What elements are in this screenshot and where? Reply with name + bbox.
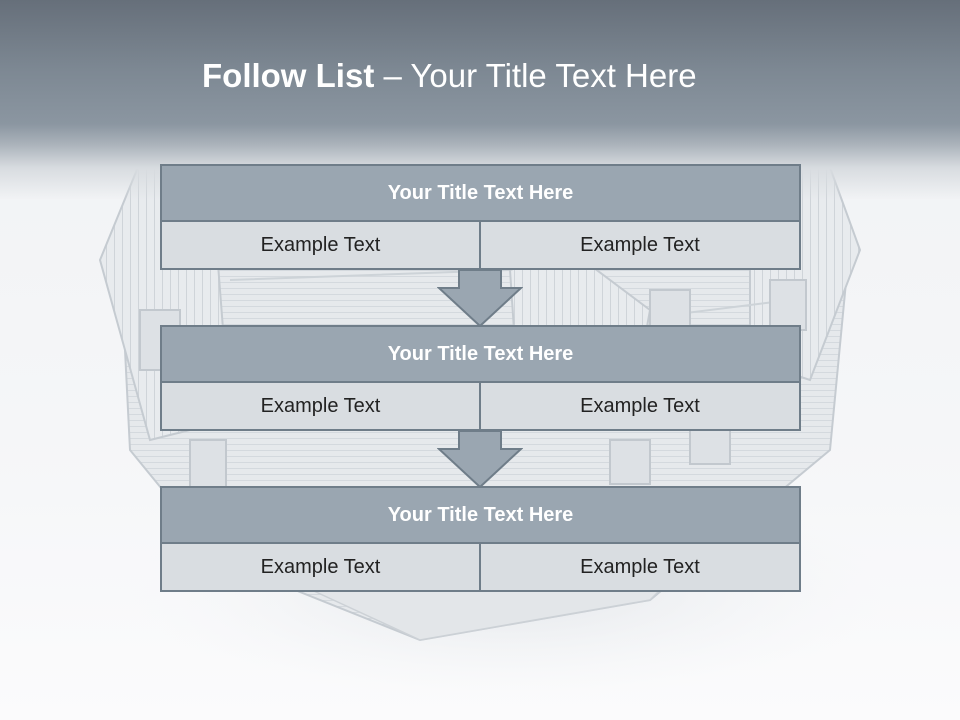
down-arrow-icon (437, 430, 523, 489)
step-right-text: Example Text (479, 381, 801, 431)
title-bold-part: Follow List (202, 57, 375, 94)
flow-step-1: Your Title Text Here Example Text Exampl… (160, 164, 801, 272)
step-title: Your Title Text Here (160, 325, 801, 383)
step-title: Your Title Text Here (160, 486, 801, 544)
step-right-text: Example Text (479, 542, 801, 592)
flow-step-2: Your Title Text Here Example Text Exampl… (160, 325, 801, 433)
step-left-text: Example Text (160, 542, 481, 592)
step-left-text: Example Text (160, 220, 481, 270)
step-right-text: Example Text (479, 220, 801, 270)
title-rest-part: – Your Title Text Here (374, 57, 697, 94)
flow-step-3: Your Title Text Here Example Text Exampl… (160, 486, 801, 592)
slide-title: Follow List – Your Title Text Here (202, 54, 697, 98)
down-arrow-icon (437, 269, 523, 328)
step-title: Your Title Text Here (160, 164, 801, 222)
step-left-text: Example Text (160, 381, 481, 431)
